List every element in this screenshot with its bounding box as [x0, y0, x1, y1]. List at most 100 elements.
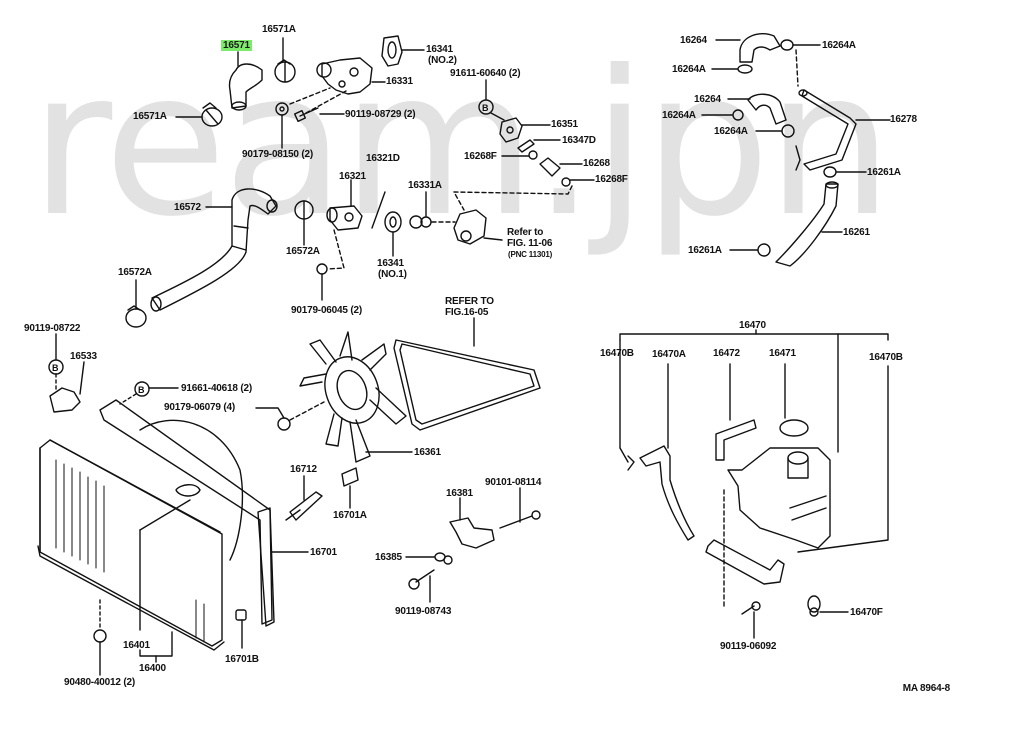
radiator-16400[interactable]	[37, 439, 225, 651]
clamp-16268F-b[interactable]	[561, 177, 571, 187]
part-label-16385[interactable]: 16385	[375, 552, 402, 563]
nut-90179-06079[interactable]	[277, 417, 291, 431]
cushion-16701B[interactable]	[235, 609, 247, 621]
fan-shroud-16711[interactable]	[99, 399, 275, 627]
part-label-16701A[interactable]: 16701A	[333, 510, 367, 521]
part-label-16341-no1[interactable]: 16341	[377, 258, 404, 269]
reservoir-tank[interactable]	[727, 447, 831, 549]
part-label-16572[interactable]: 16572	[174, 202, 201, 213]
part-label-16264A-a[interactable]: 16264A	[822, 40, 856, 51]
overflow-hose[interactable]	[705, 539, 785, 585]
part-label-90179-08150[interactable]: 90179-08150 (2)	[242, 149, 313, 160]
part-label-90101-08114[interactable]: 90101-08114	[485, 477, 542, 488]
part-label-16261A-a[interactable]: 16261A	[867, 167, 901, 178]
part-label-91611-60640[interactable]: 91611-60640 (2)	[450, 68, 521, 79]
water-outlet-16331[interactable]	[316, 57, 373, 95]
v-belt[interactable]	[393, 339, 541, 431]
part-label-16701B[interactable]: 16701B	[225, 654, 259, 665]
hose-clamp-16264A-c[interactable]	[732, 109, 744, 121]
part-label-16470B-b[interactable]: 16470B	[869, 352, 903, 363]
cushion-90480-40012[interactable]	[93, 629, 107, 643]
refer-fig-11-06-line1[interactable]: Refer to	[507, 227, 544, 238]
bolt-90119-08729[interactable]	[293, 107, 319, 123]
cap-16471[interactable]	[779, 419, 809, 437]
gasket-16347D[interactable]	[517, 139, 535, 153]
part-label-90480-40012[interactable]: 90480-40012 (2)	[64, 677, 135, 688]
part-label-16351[interactable]: 16351	[551, 119, 578, 130]
refer-fig-16-05-line2[interactable]: FIG.16-05	[445, 307, 489, 318]
bolt-90119-08743[interactable]	[408, 569, 435, 590]
part-label-91661-40618[interactable]: 91661-40618 (2)	[181, 383, 252, 394]
water-inlet-16321[interactable]	[326, 205, 363, 231]
part-label-16268F-b[interactable]: 16268F	[595, 174, 628, 185]
fan-shroud-16712[interactable]	[285, 491, 323, 521]
part-label-16264-a[interactable]: 16264	[680, 35, 707, 46]
nut-90179-06045[interactable]	[316, 263, 328, 275]
water-inlet-hose-16571[interactable]	[228, 63, 263, 111]
part-label-16471[interactable]: 16471	[769, 348, 796, 359]
part-label-16261A-b[interactable]: 16261A	[688, 245, 722, 256]
part-label-16472[interactable]: 16472	[713, 348, 740, 359]
adjusting-bar-16381[interactable]	[449, 517, 495, 549]
hose-clamp-16264A-b[interactable]	[737, 64, 753, 74]
bypass-hose-16264-a[interactable]	[739, 32, 781, 63]
bypass-pipe-16278[interactable]	[795, 89, 857, 171]
part-label-16264A-d[interactable]: 16264A	[714, 126, 748, 137]
hose-16470A[interactable]	[639, 445, 695, 541]
part-label-16268[interactable]: 16268	[583, 158, 610, 169]
bypass-hose-16264-b[interactable]	[747, 93, 787, 125]
hose-clamp-16571A-top[interactable]	[274, 59, 296, 83]
part-label-16321D[interactable]: 16321D	[366, 153, 400, 164]
part-label-16571A-top[interactable]: 16571A	[262, 24, 296, 35]
part-label-90119-06092[interactable]: 90119-06092	[720, 641, 777, 652]
clamp-16268F-a[interactable]	[528, 150, 538, 160]
part-label-16572A-b[interactable]: 16572A	[118, 267, 152, 278]
part-label-90119-08743[interactable]: 90119-08743	[395, 606, 452, 617]
part-label-16571-highlighted[interactable]: 16571	[221, 40, 252, 51]
part-label-16400[interactable]: 16400	[139, 663, 166, 674]
part-label-16261[interactable]: 16261	[843, 227, 870, 238]
thermostat-gasket-16341-no1[interactable]	[384, 211, 402, 233]
hose-16268[interactable]	[539, 157, 561, 177]
bolt-90119-06092[interactable]	[741, 601, 761, 615]
part-label-16470B-a[interactable]: 16470B	[600, 348, 634, 359]
part-label-16264A-c[interactable]: 16264A	[662, 110, 696, 121]
part-label-16268F-a[interactable]: 16268F	[464, 151, 497, 162]
part-label-90179-06045[interactable]: 90179-06045 (2)	[291, 305, 362, 316]
part-label-90119-08729[interactable]: 90119-08729 (2)	[345, 109, 416, 120]
part-label-16264A-b[interactable]: 16264A	[672, 64, 706, 75]
hose-clamp-16264A-a[interactable]	[780, 39, 794, 51]
water-pump-ref[interactable]	[453, 209, 487, 245]
part-label-16470F[interactable]: 16470F	[850, 607, 883, 618]
hose-clamp-16572A-a[interactable]	[294, 200, 314, 220]
part-label-16278[interactable]: 16278	[890, 114, 917, 125]
bolt-90101-08114[interactable]	[499, 510, 541, 529]
gasket-16341-no2[interactable]	[381, 35, 403, 67]
part-label-16341-no2[interactable]: 16341	[426, 44, 453, 55]
part-label-16712[interactable]: 16712	[290, 464, 317, 475]
part-label-16401[interactable]: 16401	[123, 640, 150, 651]
hose-16472[interactable]	[715, 419, 757, 461]
part-label-90179-06079[interactable]: 90179-06079 (4)	[164, 402, 235, 413]
part-label-16572A-a[interactable]: 16572A	[286, 246, 320, 257]
part-label-16470[interactable]: 16470	[739, 320, 766, 331]
bracket-16533[interactable]	[49, 387, 81, 413]
part-label-16381[interactable]: 16381	[446, 488, 473, 499]
part-label-16347D[interactable]: 16347D	[562, 135, 596, 146]
fan-16361[interactable]	[299, 331, 407, 463]
spacer-16385[interactable]	[434, 552, 453, 565]
clip-16701A[interactable]	[341, 467, 359, 487]
refer-fig-16-05-line1[interactable]: REFER TO	[445, 296, 494, 307]
hose-clamp-16261A-a[interactable]	[823, 166, 837, 178]
hose-16261[interactable]	[775, 181, 839, 267]
part-label-16331[interactable]: 16331	[386, 76, 413, 87]
union-16351[interactable]	[499, 117, 523, 143]
hose-clamp-16264A-d[interactable]	[781, 124, 795, 138]
part-label-16533[interactable]: 16533	[70, 351, 97, 362]
part-label-16470A[interactable]: 16470A	[652, 349, 686, 360]
clamp-16470F[interactable]	[807, 595, 821, 617]
refer-fig-11-06-line2[interactable]: FIG. 11-06	[507, 238, 553, 249]
part-label-16361[interactable]: 16361	[414, 447, 441, 458]
part-label-90119-08722[interactable]: 90119-08722	[24, 323, 81, 334]
clip-16470B[interactable]	[627, 455, 635, 471]
